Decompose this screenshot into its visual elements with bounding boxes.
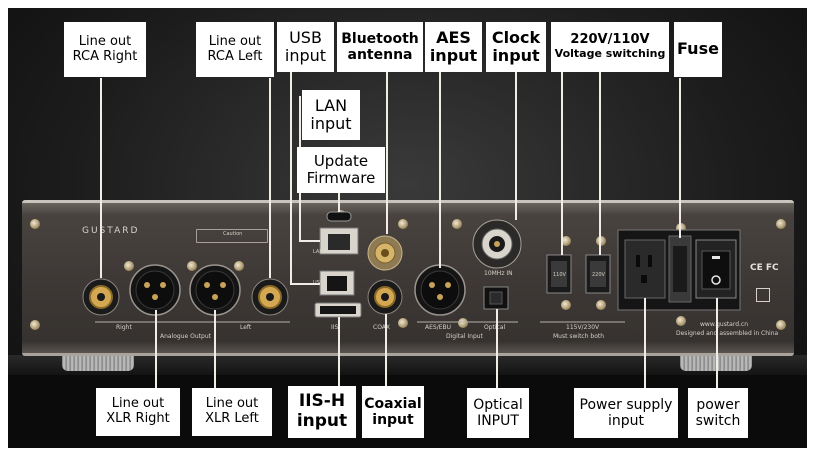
screw-icon xyxy=(187,261,197,271)
leader-line xyxy=(496,309,498,389)
screw-icon xyxy=(561,236,571,246)
iec-socket xyxy=(624,239,666,299)
rca-jack-right xyxy=(82,278,120,316)
leader-line xyxy=(561,72,563,255)
leader-line xyxy=(214,310,216,390)
leader-line xyxy=(644,298,646,388)
screw-icon xyxy=(561,300,571,310)
rca-jack-left xyxy=(251,278,289,316)
certification-marks: CE FC xyxy=(750,263,779,273)
screw-icon xyxy=(596,236,606,246)
screw-icon xyxy=(458,318,468,328)
coaxial-jack xyxy=(367,279,403,315)
screw-icon xyxy=(30,320,40,330)
screw-icon xyxy=(776,320,786,330)
leader-line xyxy=(439,72,441,268)
leader-line xyxy=(385,314,387,387)
clock-bnc-jack xyxy=(472,219,522,269)
callout-fuse: Fuse xyxy=(674,22,722,77)
leader-line xyxy=(679,78,681,238)
screw-icon xyxy=(596,300,606,310)
leader-line xyxy=(290,72,292,284)
leader-line xyxy=(338,192,340,212)
surface-reflection xyxy=(8,355,807,377)
screw-icon xyxy=(124,261,134,271)
leader-line xyxy=(100,78,102,278)
brand-logo: GUSTARD xyxy=(82,226,140,236)
leader-line xyxy=(299,240,320,242)
leader-line xyxy=(269,78,271,278)
usb-c-port xyxy=(326,211,352,222)
leader-line xyxy=(386,72,388,234)
screw-icon xyxy=(30,219,40,229)
leader-line xyxy=(290,283,320,285)
screw-icon xyxy=(398,318,408,328)
screw-icon xyxy=(676,316,686,326)
screw-icon xyxy=(776,219,786,229)
weee-icon xyxy=(756,288,770,302)
leader-line xyxy=(155,310,157,390)
screw-icon xyxy=(234,261,244,271)
leader-line xyxy=(515,72,517,220)
xlr-jack-right xyxy=(129,264,181,316)
leader-line xyxy=(338,317,340,387)
screw-icon xyxy=(398,219,408,229)
leader-line xyxy=(716,298,718,388)
xlr-jack-left xyxy=(189,264,241,316)
aes-ebu-jack xyxy=(414,264,466,316)
bluetooth-antenna-connector xyxy=(367,235,403,271)
screw-icon xyxy=(676,223,686,233)
leader-line xyxy=(599,72,601,255)
caution-plate: Caution xyxy=(196,229,268,243)
screw-icon xyxy=(452,219,462,229)
